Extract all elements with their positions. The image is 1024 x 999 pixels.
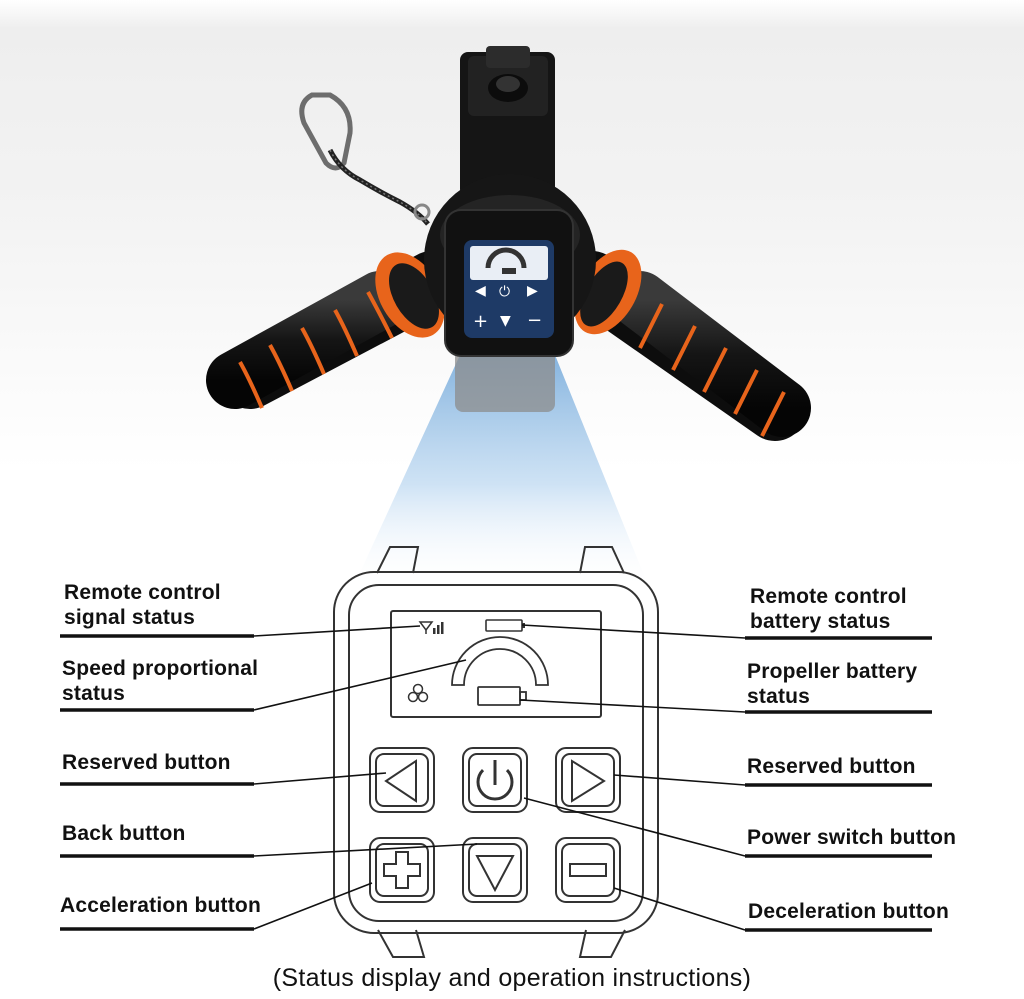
- projection-beam: [352, 355, 650, 590]
- label-deceleration-button: Deceleration button: [748, 900, 949, 923]
- svg-text:−: −: [527, 310, 542, 331]
- power-icon: [476, 760, 514, 801]
- acceleration-button[interactable]: [369, 837, 435, 903]
- minus-icon: [569, 863, 607, 877]
- svg-text:▼: ▼: [500, 313, 511, 329]
- right-grip: [561, 249, 811, 441]
- svg-text:◀: ◀: [475, 283, 486, 299]
- deceleration-button[interactable]: [555, 837, 621, 903]
- speed-gauge-icon: [451, 636, 549, 686]
- propeller-icon: [407, 683, 429, 703]
- remote-diagram: [333, 546, 659, 958]
- label-reserved-right: Reserved button: [747, 755, 916, 778]
- left-grip: [206, 251, 463, 409]
- label-signal-status: Remote control signal status: [64, 581, 221, 629]
- label-speed-status: Speed proportional status: [62, 657, 259, 705]
- scooter-controller-photo: ◀ ⏻ ▶ + ▼ −: [206, 46, 811, 441]
- label-back-button: Back button: [62, 822, 186, 845]
- battery-icon: [477, 686, 527, 706]
- plus-icon: [383, 851, 421, 889]
- label-propeller-battery-status: Propeller battery status: [747, 660, 918, 708]
- svg-text:+: +: [473, 311, 488, 332]
- label-power-switch: Power switch button: [747, 826, 957, 849]
- arrow-left-icon: [384, 759, 417, 803]
- power-button[interactable]: [462, 747, 528, 813]
- diagram-caption: (Status display and operation instructio…: [272, 964, 752, 992]
- label-underlines: [60, 634, 932, 932]
- reserved-left-button[interactable]: [369, 747, 435, 813]
- arrow-down-icon: [475, 855, 515, 893]
- reserved-right-button[interactable]: [555, 747, 621, 813]
- label-reserved-left: Reserved button: [62, 751, 231, 774]
- label-remote-battery-status: Remote control battery status: [750, 585, 907, 633]
- battery-icon: [485, 619, 525, 632]
- carabiner-icon: [299, 92, 431, 226]
- arrow-right-icon: [571, 759, 606, 803]
- svg-text:⏻: ⏻: [499, 284, 510, 300]
- leader-lines: [253, 624, 746, 931]
- signal-icon: [418, 621, 444, 634]
- svg-text:▶: ▶: [527, 283, 538, 299]
- label-acceleration-button: Acceleration button: [60, 894, 261, 917]
- back-button[interactable]: [462, 837, 528, 903]
- screen-icon: ◀ ⏻ ▶ + ▼ −: [464, 240, 554, 338]
- mount-icon: [460, 46, 555, 197]
